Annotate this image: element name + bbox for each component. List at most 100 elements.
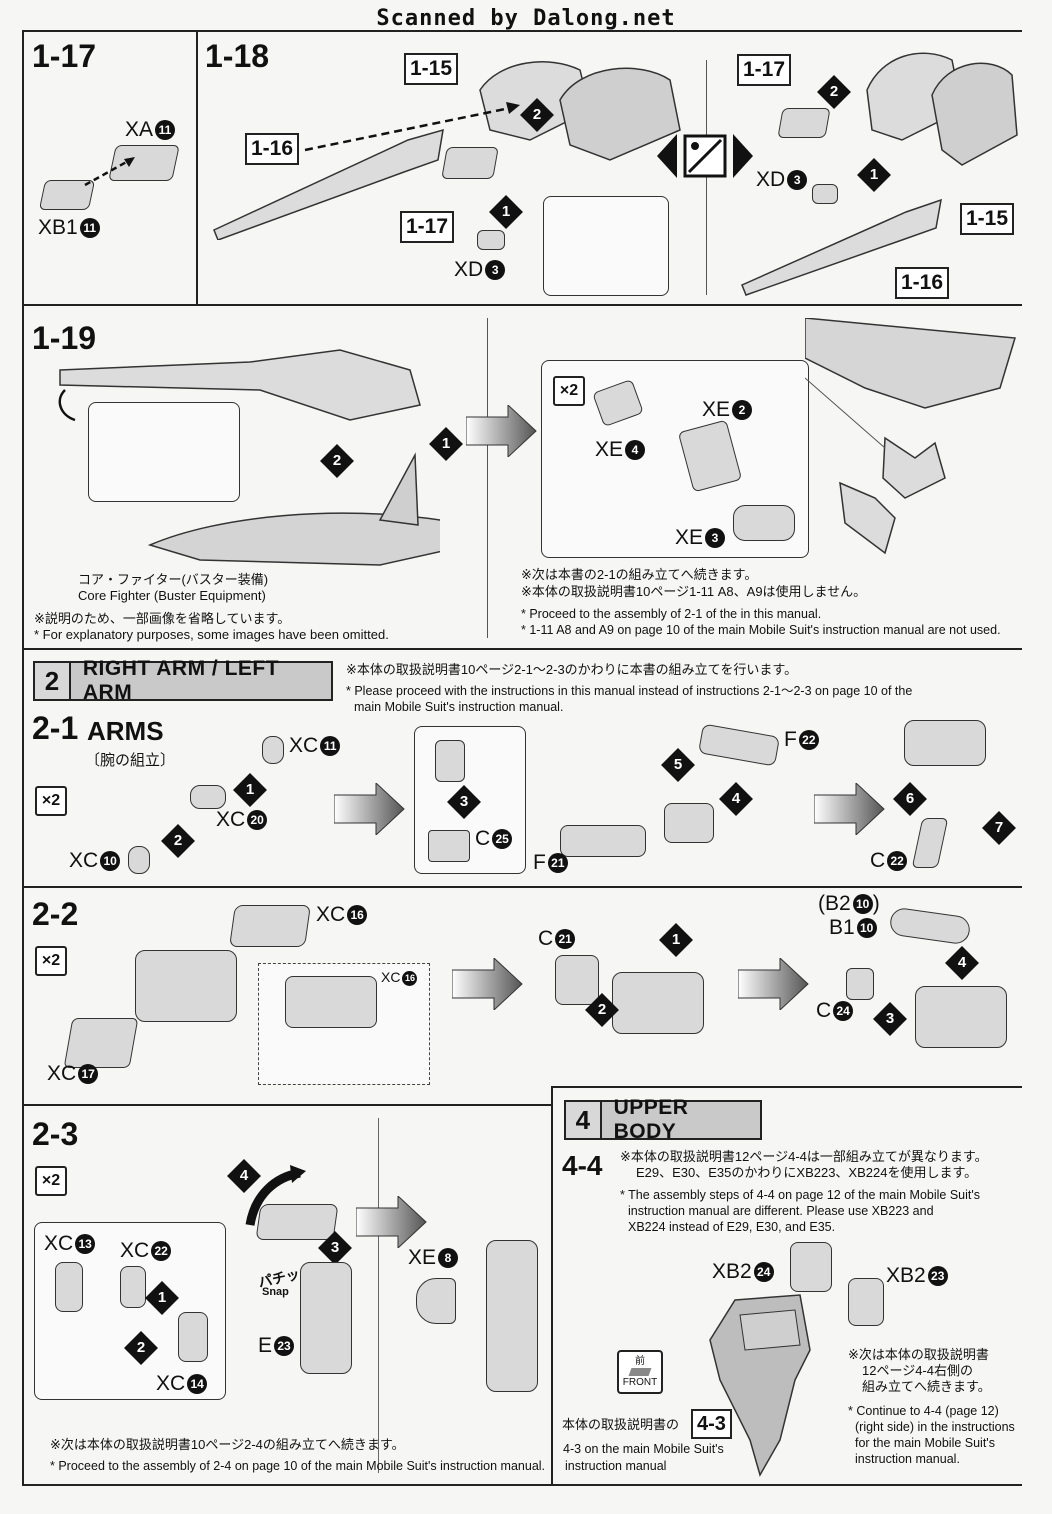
rule-row4 [22,886,1022,888]
part-xb2-24 [790,1242,832,1292]
omit-note-en: * For explanatory purposes, some images … [34,627,389,642]
rule-row5 [22,1104,552,1106]
sec4-note-en1: * The assembly steps of 4-4 on page 12 o… [620,1188,980,1202]
part-c25-upper [435,740,465,782]
big-flow-arrow-2-1a [334,783,405,835]
sec2-note-jp: ※本体の取扱説明書10ページ2-1～2-3のかわりに本書の組み立てを行います。 [346,662,798,677]
sec4-ref-en2: instruction manual [565,1459,667,1473]
step-2-1-badge-7: 7 [982,811,1016,845]
part-xe3 [733,505,795,541]
part-b1-10 [888,906,972,946]
step-badge-1: 1 [489,195,523,229]
section-4-number: 4 [566,1102,602,1138]
next-note-jp1: ※次は本書の2-1の組み立てへ続きます。 [521,567,758,582]
part-xc17 [63,1018,139,1068]
rule-sec4-top [551,1086,1022,1088]
part-xc22 [120,1266,146,1308]
part-arm-2-2 [612,972,704,1034]
step-2-3-badge-1: 1 [145,1281,179,1315]
core-fighter-jp: コア・ファイター(バスター装備) [78,572,269,587]
next-note-en1: * Proceed to the assembly of 2-1 of the … [521,607,822,621]
step-2-1: 2-1 [32,710,79,746]
part-shoulder-armor [255,1204,339,1240]
rotate-arrow [245,1165,306,1226]
big-flow-arrow-1-19 [466,405,537,457]
part-xd3 [477,230,505,250]
section-2-bar: 2 RIGHT ARM / LEFT ARM [33,657,333,704]
ref-1-17: 1-17 [400,211,455,243]
step-1-19: 1-19 [32,320,97,356]
quantity-x2-1-19: ×2 [553,376,585,406]
quantity-x2-2-3: ×2 [35,1166,67,1196]
step-2-2-badge-1: 1 [659,923,693,957]
part-inset-forearm [285,976,377,1028]
part-c25 [428,830,470,862]
top-rule [22,30,1022,32]
divider-sec4 [551,1086,553,1486]
part-xc11 [262,736,284,764]
left-rule [22,30,24,1485]
alt-step-badge-2: 2 [817,75,851,109]
step-2-3-badge-2: 2 [124,1331,158,1365]
sec4-note-en3: XB224 instead of E29, E30, and E35. [628,1220,836,1234]
ref-1-15: 1-15 [404,53,459,85]
part-xc13 [55,1262,83,1312]
divider-1-17 [196,30,198,305]
arrow-1-17 [84,157,135,187]
step-1-19-badge-2: 2 [320,444,354,478]
step-2-1-badge-6: 6 [893,782,927,816]
sec4-ref-en1: 4-3 on the main Mobile Suit's [563,1442,724,1456]
alt-booster-unit [866,52,1018,166]
core-fighter-illustration [58,349,440,566]
step-2-1-title-jp: 〔腕の組立〕 [85,752,176,769]
sec4-ref-jp: 本体の取扱説明書の [562,1417,680,1432]
alt-ref-1-15: 1-15 [960,203,1015,235]
quantity-x2-2-2: ×2 [35,946,67,976]
part-xe8 [416,1278,456,1324]
step-2-3: 2-3 [32,1116,79,1152]
big-flow-arrow-2-3 [356,1196,427,1248]
big-flow-arrow-2-2b [738,958,809,1010]
part-arm-2-3-done [486,1240,538,1392]
detail-inset-1-19 [88,402,240,502]
step-2-1-badge-5: 5 [661,748,695,782]
rule-row3 [22,648,1022,650]
ref-1-16: 1-16 [245,133,300,165]
step-1-19-badge-1: 1 [429,427,463,461]
section-2-title: RIGHT ARM / LEFT ARM [82,657,280,704]
sec4-cont-en2: (right side) in the instructions [855,1420,1015,1434]
front-arrow-icon [628,1368,652,1376]
sec4-ref-step: 4-3 [691,1409,732,1439]
next-note-jp2: ※本体の取扱説明書10ページ1-11 A8、A9は使用しません。 [521,584,867,599]
sec4-cont-en4: instruction manual. [855,1452,960,1466]
sec4-cont-jp3: 組み立てへ続きます。 [862,1379,991,1394]
part-forearm [135,950,237,1022]
scan-watermark: Scanned by Dalong.net [376,6,676,31]
alt-part-1-17 [777,108,831,138]
sec4-note-en2: instruction manual are different. Please… [628,1204,934,1218]
front-indicator: 前 FRONT [617,1350,663,1394]
big-flow-arrow-2-2a [452,958,523,1010]
quantity-x2-2-1: ×2 [35,786,67,816]
sec4-note-jp1: ※本体の取扱説明書12ページ4-4は一部組み立てが異なります。 [620,1149,988,1164]
step-2-1-title: ARMS [87,716,164,746]
next-note-en2: * 1-11 A8 and A9 on page 10 of the main … [521,623,1001,637]
part-c21 [555,955,599,1005]
sec4-cont-en1: * Continue to 4-4 (page 12) [848,1404,999,1418]
